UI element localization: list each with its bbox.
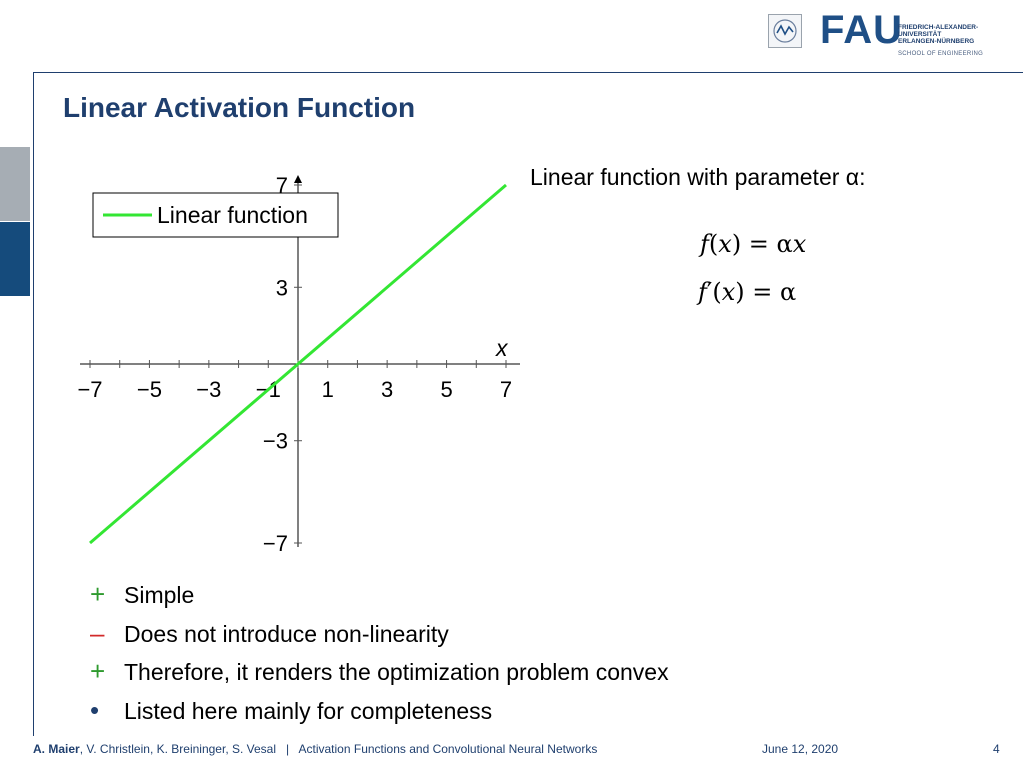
bullet-marker: + [90, 656, 106, 686]
y-tick-label: 7 [276, 173, 288, 198]
legend-label: Linear function [157, 202, 308, 228]
bullet-text: Listed here mainly for completeness [124, 697, 493, 724]
bullet-item: • Listed here mainly for completeness [90, 694, 669, 733]
formula-f: f(x) = αx [700, 230, 807, 258]
bullet-item: –Does not introduce non-linearity [90, 617, 669, 656]
bullet-item: + Simple [90, 578, 669, 617]
side-nav-tab-active[interactable] [0, 222, 30, 296]
bullet-text: Does not introduce non-linearity [124, 620, 449, 647]
x-axis-label: x [495, 335, 509, 361]
page-number: 4 [993, 742, 1000, 756]
x-tick-label: 5 [440, 377, 452, 402]
x-tick-label: −5 [137, 377, 162, 402]
bullet-marker: – [90, 617, 105, 648]
footer-date: June 12, 2020 [762, 742, 839, 756]
slide-frame [33, 72, 1023, 736]
side-nav-tab[interactable] [0, 147, 30, 221]
x-tick-label: 1 [322, 377, 334, 402]
x-tick-label: 7 [500, 377, 512, 402]
bullet-item: + Therefore, it renders the optimization … [90, 655, 669, 694]
bullet-text: Simple [124, 582, 195, 608]
description: Linear function with parameter α: [530, 164, 866, 190]
y-tick-label: −3 [263, 429, 288, 454]
bullet-text: Therefore, it renders the optimization p… [124, 659, 669, 685]
x-tick-label: −3 [196, 377, 221, 402]
university-name: FRIEDRICH-ALEXANDER- UNIVERSITÄT ERLANGE… [898, 24, 979, 45]
bullet-list: +Simple–Does not introduce non-linearity… [90, 578, 669, 732]
footer-authors: A. Maier, V. Christlein, K. Breininger, … [33, 742, 598, 756]
series-line [89, 183, 507, 545]
school-name: SCHOOL OF ENGINEERING [898, 51, 984, 57]
x-tick-label: −7 [77, 377, 102, 402]
bullet-marker: • [90, 694, 100, 725]
y-tick-label: −7 [263, 531, 288, 556]
y-tick-label: 3 [276, 275, 288, 300]
formula-f-prime: f′(x) = α [698, 278, 797, 306]
footer-course: Activation Functions and Convolutional N… [298, 742, 598, 756]
slide-title: Linear Activation Function [63, 92, 416, 123]
university-seal-icon [768, 14, 802, 48]
x-tick-label: 3 [381, 377, 393, 402]
fau-wordmark: FAU [820, 8, 903, 52]
y-axis-arrow [294, 175, 302, 183]
bullet-marker: + [90, 579, 106, 609]
